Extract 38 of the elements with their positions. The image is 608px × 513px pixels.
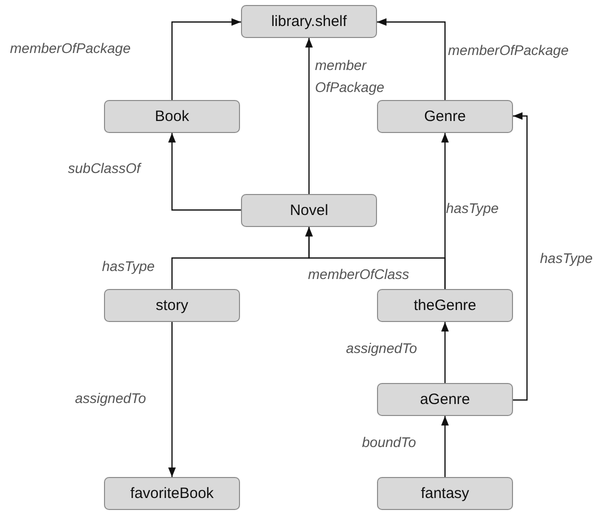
edge-label: memberOfClass xyxy=(308,265,410,284)
edge-label: assignedTo xyxy=(346,339,418,358)
node-label: fantasy xyxy=(420,485,470,502)
node-label: Genre xyxy=(424,108,466,125)
edge-label: memberOfPackage xyxy=(448,41,569,60)
node-label: theGenre xyxy=(414,297,476,314)
class-box xyxy=(104,477,240,510)
node-label: library.shelf xyxy=(271,13,347,30)
edge-label: member OfPackage xyxy=(315,56,386,97)
node-label: Book xyxy=(154,108,190,125)
edge-label: boundTo xyxy=(362,433,416,452)
arrow xyxy=(441,322,449,383)
class-box xyxy=(377,477,513,510)
arrow xyxy=(377,18,446,100)
arrow xyxy=(168,133,241,211)
arrow xyxy=(168,322,176,477)
edge-label: hasType xyxy=(540,249,593,268)
edge-label: assignedTo xyxy=(75,389,146,408)
edge-label: subClassOf xyxy=(68,159,140,178)
class-box xyxy=(377,383,513,416)
class-box xyxy=(241,5,377,38)
class-box xyxy=(104,100,240,133)
class-box xyxy=(104,289,240,322)
arrow xyxy=(441,133,449,289)
arrow xyxy=(171,18,241,100)
arrow xyxy=(441,416,449,477)
arrow xyxy=(305,38,313,194)
node-label: favoriteBook xyxy=(130,485,214,502)
edge-label: hasType xyxy=(446,199,499,218)
arrow xyxy=(513,112,528,401)
class-box xyxy=(241,194,377,227)
edge-label: hasType xyxy=(102,257,155,276)
class-box xyxy=(377,289,513,322)
edge-label: memberOfPackage xyxy=(10,39,131,58)
class-box xyxy=(377,100,513,133)
node-label: story xyxy=(156,297,188,314)
node-label: aGenre xyxy=(420,391,470,408)
node-label: Novel xyxy=(290,202,328,219)
